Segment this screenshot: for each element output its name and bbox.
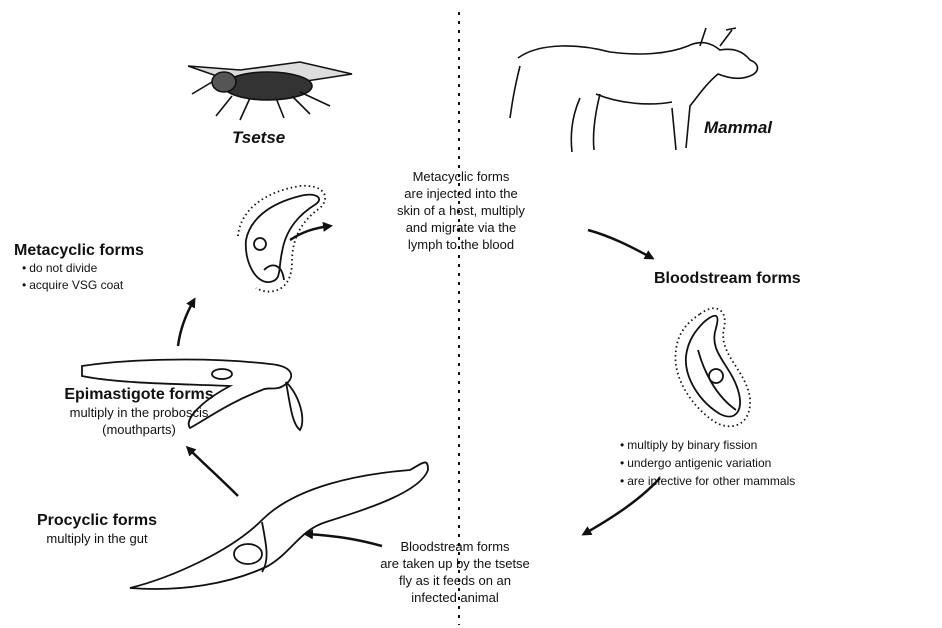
injection-line: Metacyclic forms (346, 168, 576, 185)
tsetse-fly-icon (188, 62, 352, 120)
procyclic-title: Procyclic forms (12, 512, 182, 530)
injection-line: and migrate via the (346, 219, 576, 236)
metacyclic-block: Metacyclic forms do not divide acquire V… (14, 242, 144, 294)
metacyclic-bullet: acquire VSG coat (22, 277, 144, 294)
injection-line: lymph to the blood (346, 236, 576, 253)
mammal-label: Mammal (704, 118, 772, 138)
epimastigote-block: Epimastigote forms multiply in the probo… (14, 386, 264, 438)
uptake-line: infected animal (320, 589, 590, 606)
uptake-text: Bloodstream forms are taken up by the ts… (320, 538, 590, 606)
procyclic-block: Procyclic forms multiply in the gut (12, 512, 182, 547)
epimastigote-title: Epimastigote forms (14, 386, 264, 404)
bloodstream-bullet: are infective for other mammals (620, 472, 795, 490)
bloodstream-bullet: undergo antigenic variation (620, 454, 795, 472)
bloodstream-title: Bloodstream forms (654, 270, 801, 288)
epimastigote-line: (mouthparts) (14, 421, 264, 438)
metacyclic-bullet: do not divide (22, 260, 144, 277)
metacyclic-trypanosome-icon (238, 186, 325, 292)
procyclic-line: multiply in the gut (12, 530, 182, 547)
uptake-line: fly as it feeds on an (320, 572, 590, 589)
injection-text: Metacyclic forms are injected into the s… (346, 168, 576, 253)
injection-line: skin of a host, multiply (346, 202, 576, 219)
arrow-to-epimastigote (188, 448, 238, 496)
arrow-to-bloodstream (588, 230, 652, 258)
uptake-line: Bloodstream forms (320, 538, 590, 555)
bloodstream-trypanosome-icon (675, 308, 750, 426)
uptake-line: are taken up by the tsetse (320, 555, 590, 572)
metacyclic-title: Metacyclic forms (14, 242, 144, 260)
epimastigote-line: multiply in the proboscis (14, 404, 264, 421)
bloodstream-bullets: multiply by binary fission undergo antig… (620, 436, 795, 490)
injection-line: are injected into the (346, 185, 576, 202)
bloodstream-bullet: multiply by binary fission (620, 436, 795, 454)
tsetse-label: Tsetse (232, 128, 285, 148)
arrow-to-metacyclic (178, 300, 194, 346)
